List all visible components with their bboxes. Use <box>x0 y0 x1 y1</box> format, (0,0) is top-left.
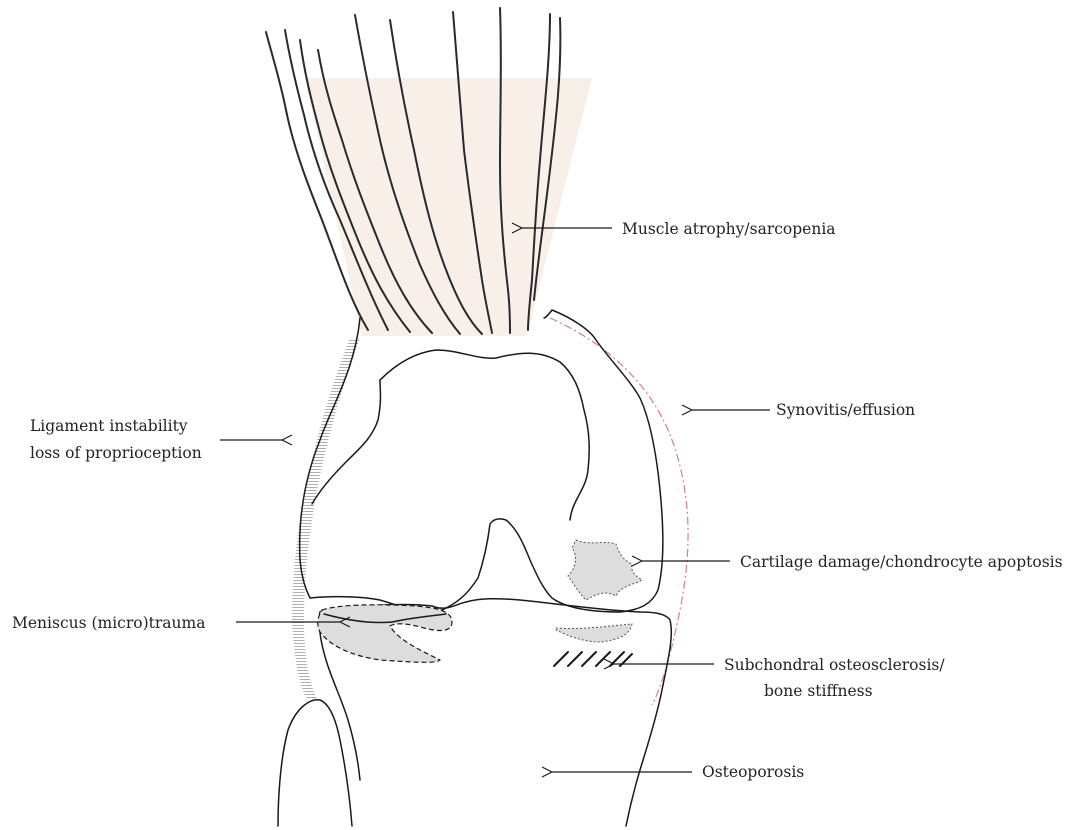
tibial-lesion <box>556 624 632 642</box>
label-muscle: Muscle atrophy/sarcopenia <box>622 220 836 238</box>
cartilage-lesion <box>568 540 642 600</box>
label-subchondral-line1: Subchondral osteosclerosis/ <box>724 656 945 674</box>
label-osteoporosis: Osteoporosis <box>702 763 804 781</box>
label-synovitis: Synovitis/effusion <box>776 401 915 419</box>
muscle-region <box>305 78 592 336</box>
label-meniscus: Meniscus (micro)trauma <box>12 614 205 632</box>
meniscus-lesion <box>318 605 452 663</box>
label-cartilage: Cartilage damage/chondrocyte apoptosis <box>740 553 1063 571</box>
label-ligament-line2: loss of proprioception <box>30 444 202 462</box>
femur-condyle-line <box>380 350 589 520</box>
label-ligament-line1: Ligament instability <box>30 417 188 435</box>
label-subchondral-line2: bone stiffness <box>764 682 873 700</box>
synovium-line <box>550 318 688 705</box>
fibula <box>278 700 352 826</box>
